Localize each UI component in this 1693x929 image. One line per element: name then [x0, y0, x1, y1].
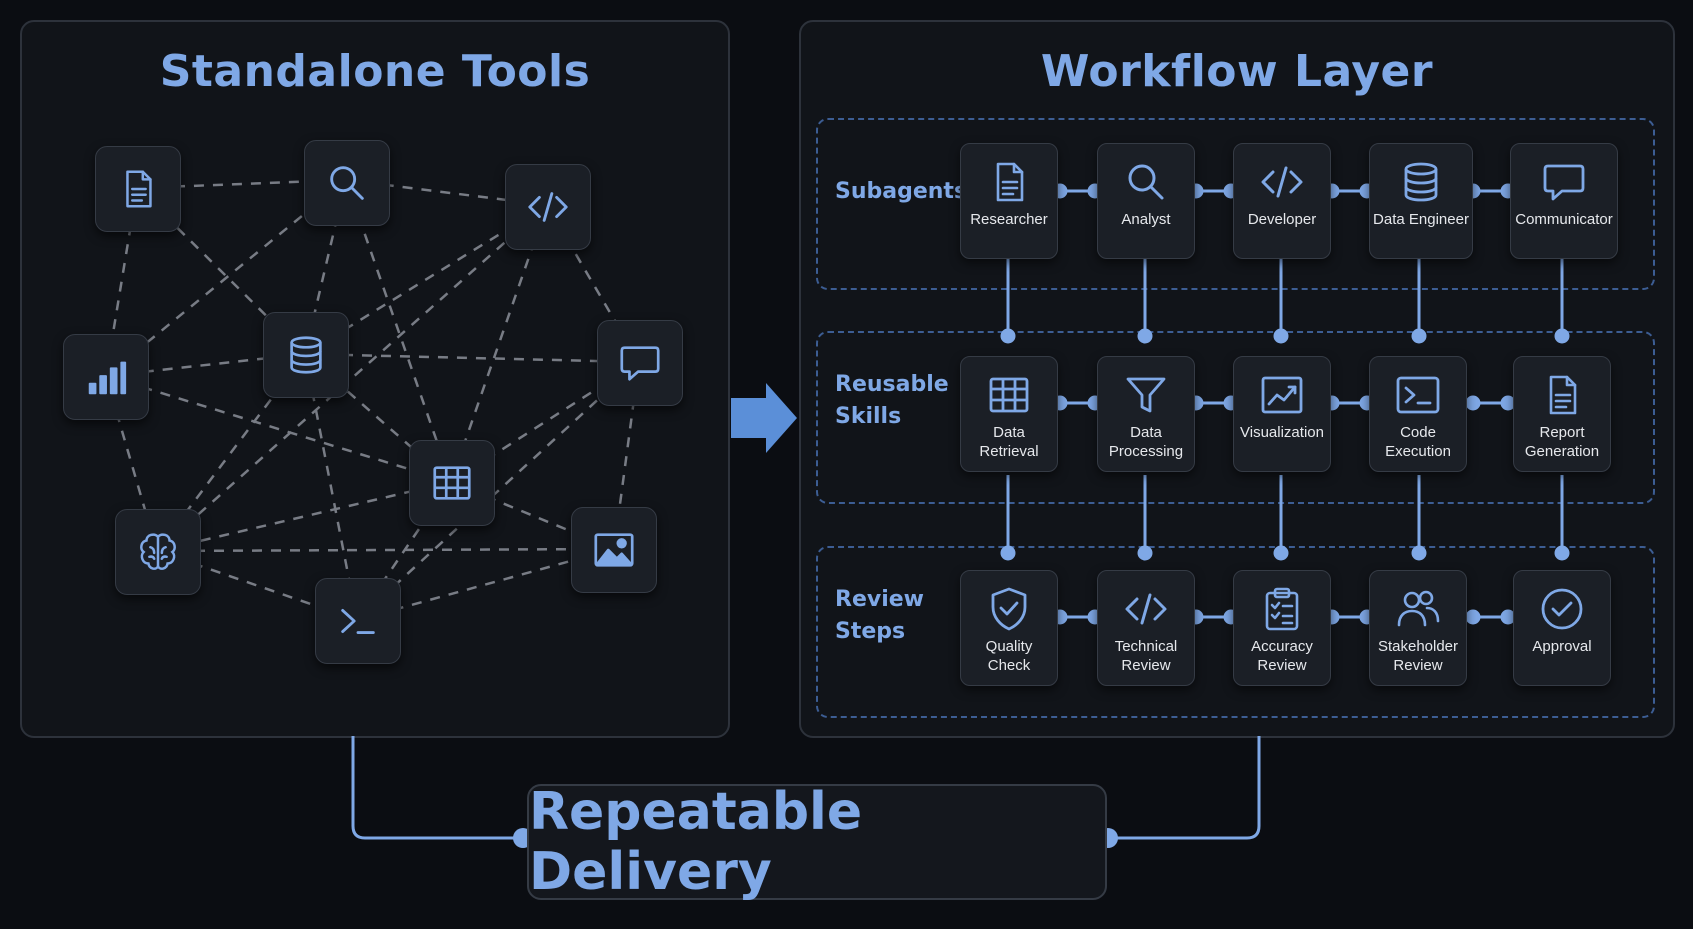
delivery-connectors [351, 736, 1261, 840]
code-icon [1261, 166, 1303, 198]
database-icon [290, 336, 322, 374]
table-icon [433, 466, 471, 500]
chat-icon [1543, 164, 1585, 201]
tool-document [95, 146, 181, 232]
standalone-tools-title: Standalone Tools [159, 46, 591, 97]
image-icon [594, 533, 634, 567]
node-approval: Approval [1513, 570, 1611, 686]
group-label-subagents: Subagents [835, 179, 968, 204]
node-label: Analyst [1121, 211, 1171, 228]
document-icon [996, 162, 1024, 202]
tool-bar-chart [63, 334, 149, 420]
group-reusable-skills [816, 331, 1655, 504]
bar-chart-icon [88, 361, 127, 395]
tool-terminal [315, 578, 401, 664]
group-subagents [816, 118, 1655, 290]
tool-chat [597, 320, 683, 406]
document-icon [1549, 375, 1577, 415]
transition-arrow [731, 383, 797, 453]
tool-database [263, 312, 349, 398]
node-communicator: Communicator [1510, 143, 1618, 259]
node-label: Researcher [970, 211, 1048, 228]
node-label: Approval [1532, 638, 1592, 655]
workflow-layer-title: Workflow Layer [1040, 46, 1434, 97]
node-visualization: Visualization [1233, 356, 1331, 472]
code-icon [1125, 593, 1167, 625]
code-icon [528, 192, 568, 222]
node-label: Developer [1247, 211, 1317, 228]
table-icon [989, 377, 1029, 413]
tool-code [505, 164, 591, 250]
shield-check-icon [991, 587, 1027, 631]
clipboard-icon [1265, 587, 1299, 631]
group-label-reusable-skills: Reusable Skills [835, 372, 949, 429]
filter-icon [1126, 377, 1166, 413]
node-researcher: Researcher [960, 143, 1058, 259]
node-label: Communicator [1515, 211, 1613, 228]
column-connectors [1000, 258, 1570, 561]
search-icon [330, 166, 364, 200]
check-circle-icon [1541, 588, 1583, 630]
node-data-engineer: Data Engineer [1369, 143, 1473, 259]
chat-icon [620, 346, 660, 381]
repeatable-delivery-label: Repeatable Delivery [529, 782, 863, 902]
database-icon [1404, 162, 1438, 202]
tool-image [571, 507, 657, 593]
tool-search [304, 140, 390, 226]
group-label-review-steps: Review Steps [835, 587, 924, 644]
node-analyst: Analyst [1097, 143, 1195, 259]
terminal-icon [341, 609, 375, 634]
document-icon [126, 170, 152, 208]
node-label: Data Engineer [1373, 211, 1469, 228]
users-icon [1397, 590, 1440, 627]
tool-brain [115, 509, 201, 595]
search-icon [1128, 164, 1164, 200]
chart-line-icon [1261, 376, 1303, 414]
node-developer: Developer [1233, 143, 1331, 259]
group-review-steps [816, 546, 1655, 718]
brain-icon [140, 533, 176, 570]
node-label: Visualization [1240, 424, 1324, 441]
tool-table [409, 440, 495, 526]
terminal-icon [1396, 376, 1440, 414]
repeatable-delivery-box: Repeatable Delivery [527, 782, 1107, 902]
